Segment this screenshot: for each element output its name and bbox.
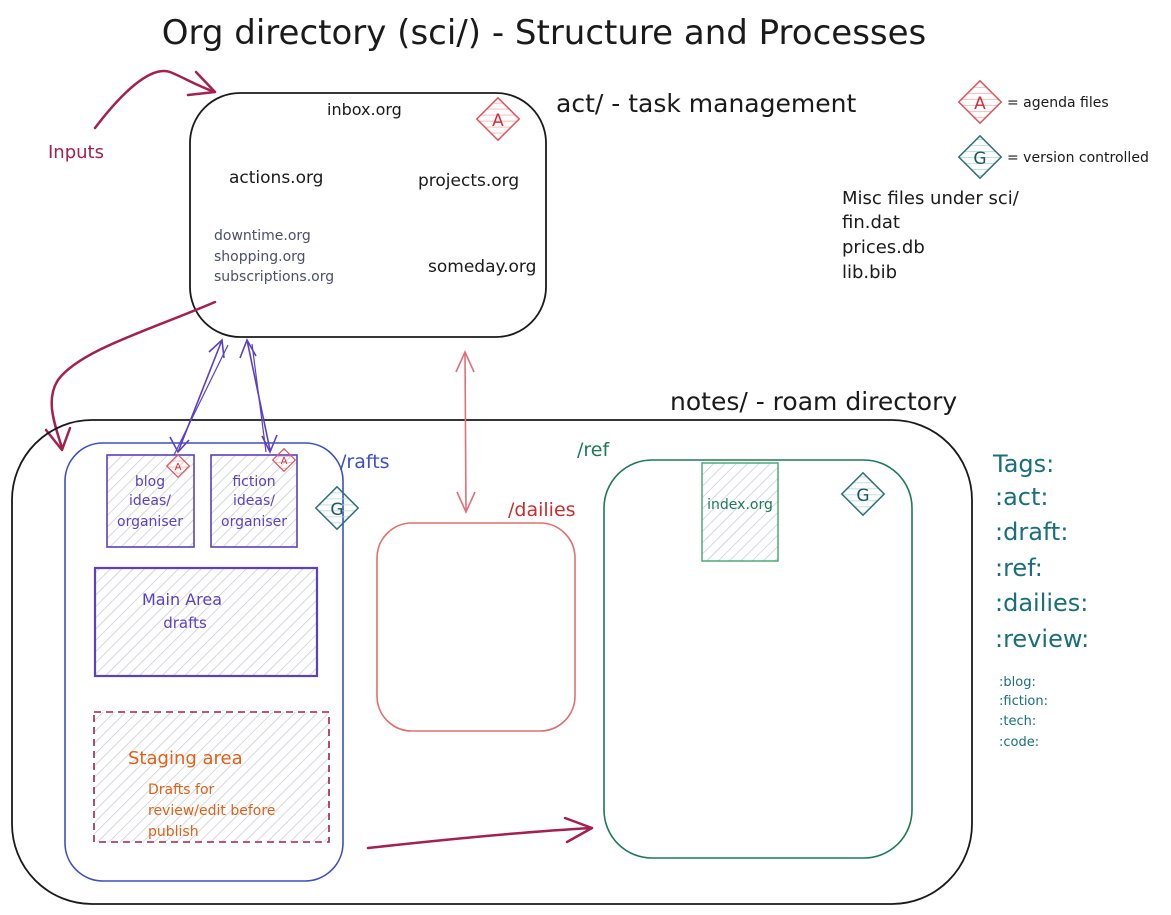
main-area-subtitle: drafts xyxy=(163,614,207,632)
fiction-card-line: ideas/ xyxy=(233,493,275,509)
main-area-box: Main Area drafts xyxy=(93,566,319,678)
svg-text:A: A xyxy=(974,94,986,114)
act-dailies-arrow xyxy=(455,350,476,514)
staging-desc-line: publish xyxy=(148,824,199,840)
tag-primary: :act: xyxy=(995,483,1048,511)
svg-text:G: G xyxy=(973,149,986,169)
svg-text:A: A xyxy=(281,456,288,467)
file-someday: someday.org xyxy=(428,257,536,277)
diagram-title: Org directory (sci/) - Structure and Pro… xyxy=(162,13,927,53)
file-downtime: downtime.org xyxy=(214,228,311,244)
tag-secondary: :blog: xyxy=(999,675,1036,690)
misc-file: lib.bib xyxy=(842,262,897,283)
main-area-title: Main Area xyxy=(142,590,222,609)
file-inbox: inbox.org xyxy=(327,100,402,119)
svg-text:A: A xyxy=(175,462,182,473)
tag-primary: :ref: xyxy=(995,554,1043,582)
tags-heading: Tags: xyxy=(992,450,1054,478)
dailies-box xyxy=(376,522,576,732)
blog-card-line: organiser xyxy=(117,514,183,530)
staging-area-box: Staging area Drafts for review/edit befo… xyxy=(93,711,330,843)
drafts-box xyxy=(64,442,344,882)
blog-card-line: ideas/ xyxy=(129,493,171,509)
blog-agenda-badge: A xyxy=(165,453,191,479)
ref-version-badge: G xyxy=(840,471,886,517)
dailies-label: /dailies xyxy=(508,499,576,521)
ref-label: /ref xyxy=(577,439,610,461)
file-actions: actions.org xyxy=(229,168,323,188)
act-heading: act/ - task management xyxy=(556,89,856,118)
act-to-notes-arrowhead xyxy=(44,426,72,452)
inputs-arrowhead xyxy=(186,70,217,97)
svg-text:A: A xyxy=(492,111,504,131)
tag-primary: :draft: xyxy=(995,518,1068,546)
agenda-legend-label: = agenda files xyxy=(1007,95,1109,111)
act-box xyxy=(189,92,547,338)
inputs-label: Inputs xyxy=(48,142,104,163)
index-file: index.org xyxy=(707,497,773,513)
fiction-card-line: organiser xyxy=(221,514,287,530)
svg-text:G: G xyxy=(330,500,343,520)
tags-panel: Tags: :act: :draft: :ref: :dailies: :rev… xyxy=(992,450,1089,750)
misc-file: fin.dat xyxy=(842,212,900,233)
act-fiction-arrow xyxy=(239,338,278,454)
staging-desc-line: Drafts for xyxy=(148,782,215,798)
tag-secondary: :tech: xyxy=(999,714,1036,729)
act-agenda-badge: A xyxy=(475,96,521,142)
svg-text:G: G xyxy=(856,486,869,506)
file-subscriptions: subscriptions.org xyxy=(214,269,334,285)
file-shopping: shopping.org xyxy=(214,249,306,265)
version-badge-icon: G xyxy=(957,134,1003,180)
drafts-label: /rafts xyxy=(340,451,390,473)
blog-card-line: blog xyxy=(135,474,165,490)
act-blog-arrow xyxy=(169,338,229,456)
fiction-card-line: fiction xyxy=(232,474,275,490)
index-card: index.org xyxy=(701,462,779,562)
notes-box xyxy=(11,419,973,905)
staging-desc-line: review/edit before xyxy=(148,803,275,819)
staging-to-ref-arrowhead xyxy=(563,816,594,844)
act-to-notes-arrow xyxy=(50,300,217,450)
agenda-badge-icon: A xyxy=(957,79,1003,125)
inputs-arrow xyxy=(93,69,217,130)
legend-version: G = version controlled xyxy=(957,134,1149,180)
file-projects: projects.org xyxy=(418,171,519,191)
staging-to-ref-arrow xyxy=(366,826,594,850)
misc-heading: Misc files under sci/ xyxy=(842,188,1020,209)
drafts-version-badge: G xyxy=(314,485,360,531)
staging-title: Staging area xyxy=(128,748,243,769)
tag-primary: :review: xyxy=(995,625,1089,653)
notes-heading: notes/ - roam directory xyxy=(670,387,957,416)
legend-agenda: A = agenda files xyxy=(957,79,1109,125)
tag-secondary: :fiction: xyxy=(999,694,1048,709)
tag-primary: :dailies: xyxy=(995,589,1088,617)
tag-secondary: :code: xyxy=(999,735,1039,750)
ref-box xyxy=(603,459,913,859)
fiction-agenda-badge: A xyxy=(271,447,297,473)
misc-file: prices.db xyxy=(842,237,925,258)
version-legend-label: = version controlled xyxy=(1007,150,1149,166)
